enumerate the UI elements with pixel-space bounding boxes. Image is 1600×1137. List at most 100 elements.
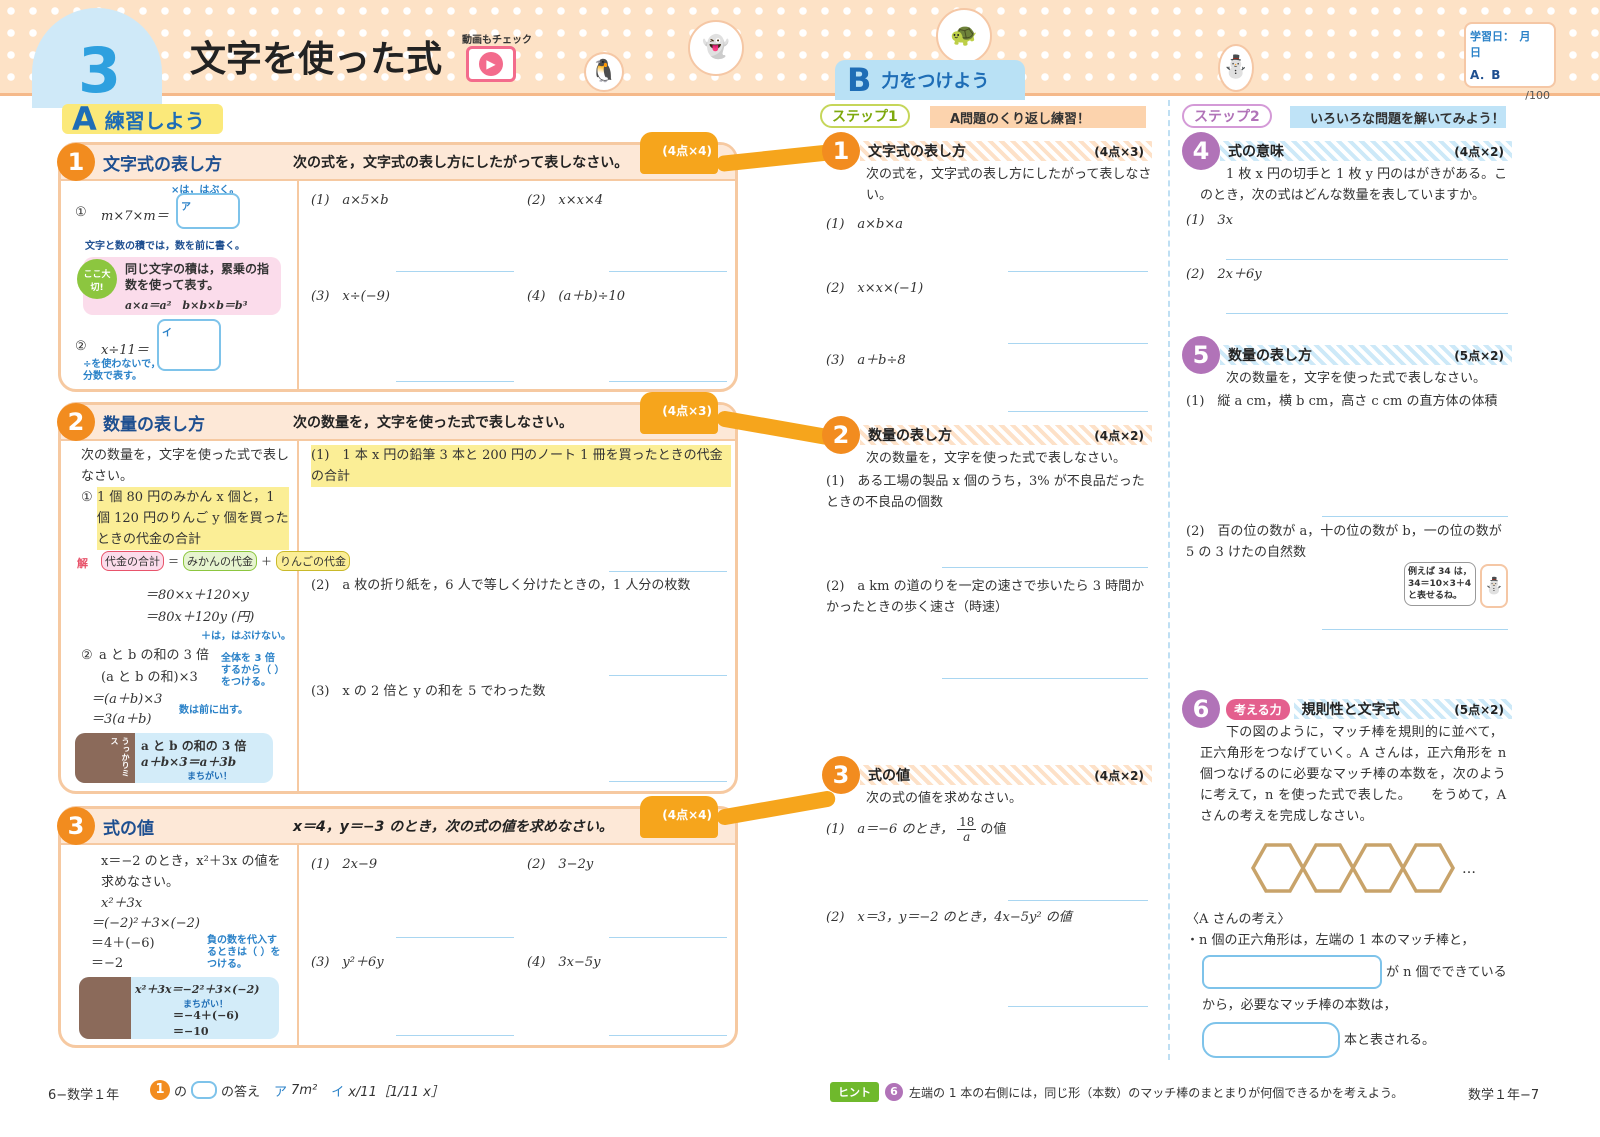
footer-box-icon xyxy=(191,1081,218,1099)
fraction: 18 a xyxy=(957,815,977,844)
hint-text: 左端の 1 本の右側には，同じ形（本数）のマッチ棒のまとまりが何個できるかを考え… xyxy=(909,1085,1404,1100)
example-intro: 次の数量を，文字を使った式で表しなさい。 xyxy=(81,448,290,484)
koko-text: 同じ文字の積は，累乗の指数を使って表す。 xyxy=(125,262,270,292)
cat-points-a1: (4点×4) xyxy=(640,132,718,174)
problem-b1: 1 文字式の表し方(4点×3) 次の式を，文字式の表し方にしたがって表しなさい。… xyxy=(822,132,1152,412)
problem-b6: 6 考える力 規則性と文字式(5点×2) 下の図のように，マッチ棒を規則的に並べ… xyxy=(1182,690,1512,1058)
problem-instruction: x＝4，y＝−3 のとき，次の式の値を求めなさい。 xyxy=(293,819,613,835)
answer-box-2[interactable] xyxy=(1202,1022,1340,1058)
answer-footer: 1 の の答え ア 7m² イ x/11［1/11 x］ xyxy=(150,1080,444,1100)
step-2-desc: いろいろな問題を解いてみよう！ xyxy=(1290,106,1506,128)
mistake-wrong: まちがい！ xyxy=(183,1000,229,1010)
mistake-line2: ＝−4＋(−6) xyxy=(173,1009,240,1022)
ellipsis: … xyxy=(1462,861,1476,877)
hexagon-4 xyxy=(1400,843,1456,893)
solution-1-line2: ＝80×x＋120×y xyxy=(145,588,249,603)
answer-box-1[interactable] xyxy=(1202,955,1382,989)
problem-number: 4 xyxy=(1182,132,1220,170)
footer-ans-a: ア xyxy=(274,1084,288,1100)
answer-line-2[interactable] xyxy=(609,937,727,938)
koko-badge: ここ大切! xyxy=(77,259,117,299)
play-icon: ▶ xyxy=(479,52,503,76)
answer-box-i[interactable]: イ xyxy=(157,319,221,371)
chapter-number: 3 xyxy=(78,34,122,107)
idea-line2-text: が n 個でできている xyxy=(1386,964,1507,980)
example-2-label: ② xyxy=(81,648,93,663)
answer-line-1[interactable] xyxy=(609,571,727,572)
answer-box-a[interactable]: ア xyxy=(176,193,240,229)
plus-sign: ＋ xyxy=(261,555,272,568)
problem-b5: 5 数量の表し方(5点×2) 次の数量を，文字を使った式で表しなさい。 (1) … xyxy=(1182,336,1512,630)
word-apple: りんごの代金 xyxy=(276,551,350,571)
video-button[interactable]: ▶ xyxy=(466,46,516,82)
answer-line-1[interactable] xyxy=(1322,516,1508,517)
answer-line-2[interactable] xyxy=(1322,629,1508,630)
answer-line-3[interactable] xyxy=(396,1035,514,1036)
answer-line-1[interactable] xyxy=(1008,900,1148,901)
step-2-label: ステップ2 xyxy=(1182,104,1272,128)
problem-b3: 3 式の値(4点×2) 次の式の値を求めなさい。 (1) a＝−6 のとき， 1… xyxy=(822,756,1152,1007)
problem-a1: 1 文字式の表し方 次の式を，文字式の表し方にしたがって表しなさい。 ×は，はぶ… xyxy=(57,142,738,392)
note-negative: 負の数を代入するときは（ ）をつける。 xyxy=(207,935,281,970)
question-2: (2) x×x×(−1) xyxy=(826,281,924,296)
problem-number: 3 xyxy=(57,807,95,845)
problem-points: (5点×2) xyxy=(1454,702,1504,717)
example-2-label: ② xyxy=(75,339,87,354)
problem-number: 1 xyxy=(57,143,95,181)
equals-sign: ＝ xyxy=(168,555,179,568)
answer-line-2[interactable] xyxy=(1008,1006,1148,1007)
problem-header: 1 文字式の表し方 次の式を，文字式の表し方にしたがって表しなさい。 xyxy=(57,143,735,181)
answer-line-4[interactable] xyxy=(609,1035,727,1036)
problem-instruction: 次の数量を，文字を使った式で表しなさい。 xyxy=(293,415,573,431)
answer-line-3[interactable] xyxy=(1008,411,1148,412)
answer-line-3[interactable] xyxy=(609,781,727,782)
mistake-badge xyxy=(79,977,131,1039)
problem-instruction: 次の式を，文字式の表し方にしたがって表しなさい。 xyxy=(866,167,1152,203)
example-1-label: ① xyxy=(75,205,87,220)
answer-line-2[interactable] xyxy=(942,678,1148,679)
score-box: 学習日： 月 日 A．B /100 xyxy=(1464,22,1556,102)
solution-2-line1: (a と b の和)×3 xyxy=(101,670,198,685)
answer-line-1[interactable] xyxy=(396,937,514,938)
answer-line-2[interactable] xyxy=(1008,343,1148,344)
mistake-line2: a＋b×3＝a＋3b xyxy=(141,755,237,769)
footer-ans-i: イ xyxy=(331,1084,345,1100)
turtle-icon: 🐢 xyxy=(936,8,992,64)
ab-label: A．B xyxy=(1470,68,1501,82)
step-1-desc: A問題のくり返し練習！ xyxy=(930,106,1146,128)
problem-title: 数量の表し方 xyxy=(868,428,952,444)
chapter-title: 文字を使った式 xyxy=(190,39,443,80)
footer-ans-i-val: x/11［1/11 x］ xyxy=(348,1084,444,1100)
answer-line-1[interactable] xyxy=(396,271,514,272)
problem-title: 文字式の表し方 xyxy=(868,144,966,160)
ghost-icon: 👻 xyxy=(688,20,744,76)
answer-line-2[interactable] xyxy=(609,675,727,676)
answer-line-1[interactable] xyxy=(1008,271,1148,272)
answer-line-1[interactable] xyxy=(942,567,1148,568)
matchstick-hexagons: … xyxy=(1250,843,1476,893)
answer-box-a-label: ア xyxy=(181,202,191,213)
answer-line-3[interactable] xyxy=(396,381,514,382)
idea-line2: が n 個でできている xyxy=(1202,955,1512,989)
snowman-icon: ⛄ xyxy=(1218,44,1254,92)
answer-line-2[interactable] xyxy=(609,271,727,272)
problem-title: 数量の表し方 xyxy=(1228,348,1312,364)
solution-line2: ＝(−2)²＋3×(−2) xyxy=(91,916,200,931)
question-2: (2) x＝3，y＝−2 のとき，4x−5y² の値 xyxy=(826,910,1072,925)
mistake-box: うっかりミス a と b の和の 3 倍 a＋b×3＝a＋3b まちがい！ xyxy=(75,733,273,783)
problem-title: 規則性と文字式 xyxy=(1301,702,1400,718)
answer-line-1[interactable] xyxy=(1226,259,1508,260)
answer-line-4[interactable] xyxy=(609,381,727,382)
footer-answer-num: 1 xyxy=(150,1080,170,1100)
mistake-box: x²＋3x＝−2²＋3×(−2) まちがい！ ＝−4＋(−6) ＝−10 xyxy=(79,977,279,1039)
column-separator xyxy=(1168,100,1170,1060)
answer-box-i-label: イ xyxy=(162,328,172,339)
problem-points: (4点×2) xyxy=(1454,144,1504,159)
example-2-expression: x÷11＝ xyxy=(101,343,149,358)
question-1: (1) 2x−9 xyxy=(311,857,378,872)
example-1-expression: m×7×m＝ xyxy=(101,209,169,224)
header-banner xyxy=(0,0,1600,96)
hint-bubble: 例えば 34 は，34＝10×3＋4 と表せるね。 xyxy=(1404,562,1476,606)
question-1: (1) a＝−6 のとき， 18 a の値 xyxy=(826,815,1152,844)
answer-line-2[interactable] xyxy=(1226,313,1508,314)
